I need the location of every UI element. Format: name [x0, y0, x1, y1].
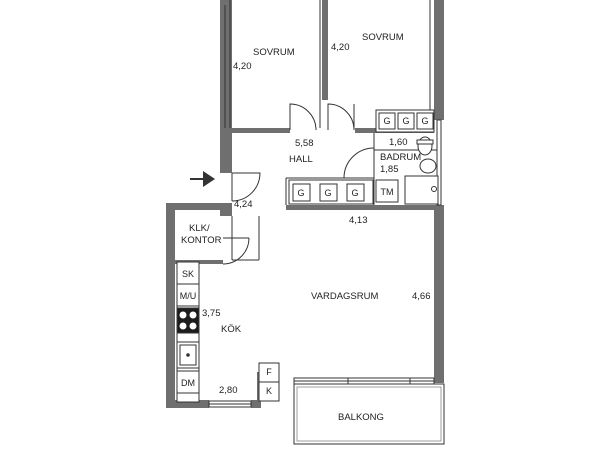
- storage-dim: 4,13: [349, 215, 368, 226]
- sk-label: SK: [182, 269, 194, 279]
- living-room-size: 4,66: [412, 291, 431, 302]
- wall: [220, 210, 232, 216]
- wardrobes-bath: [375, 109, 435, 133]
- kitchen-width-dim: 2,80: [219, 385, 238, 396]
- office-door: [222, 237, 250, 265]
- doors: [222, 103, 375, 265]
- living-room-name: VARDAGSRUM: [311, 291, 378, 302]
- wardrobe-label: G: [421, 116, 428, 126]
- dm-cabinet: [176, 370, 200, 394]
- bedroom-left-size: 4,20: [233, 61, 252, 72]
- wardrobes-hall: [288, 179, 374, 205]
- bathroom-size: 1,85: [380, 164, 399, 175]
- wardrobe-label: G: [402, 116, 409, 126]
- bathroom-door: [343, 147, 375, 179]
- wall: [434, 0, 444, 120]
- freezer-label: F: [266, 367, 272, 377]
- bedroom-door: [327, 103, 355, 131]
- bathroom-fixtures: [375, 136, 439, 205]
- bedroom-left-name: SOVRUM: [253, 47, 295, 58]
- entrance-door: [231, 172, 261, 202]
- wall: [166, 203, 175, 408]
- wall: [286, 205, 444, 210]
- hall-name: HALL: [289, 154, 313, 165]
- wall: [232, 128, 290, 133]
- stove-icon: [176, 307, 200, 334]
- tm-label: TM: [381, 187, 394, 197]
- corridor-dim: 4,24: [234, 199, 253, 210]
- balcony: [293, 383, 445, 445]
- wardrobe-label: G: [351, 188, 358, 198]
- wall: [434, 205, 444, 383]
- tm-box: [375, 179, 399, 203]
- balcony-name: BALKONG: [338, 412, 384, 423]
- wardrobe-label: G: [383, 116, 390, 126]
- dm-label: DM: [181, 378, 195, 388]
- wall: [220, 0, 232, 173]
- bedroom-right-size: 4,20: [331, 42, 350, 53]
- balcony-railing: [296, 386, 442, 442]
- closet-dim: 1,60: [389, 137, 408, 148]
- kitchen-size: 3,75: [202, 308, 221, 319]
- sink-icon: [419, 158, 437, 174]
- wall: [251, 400, 259, 408]
- bedroom-door: [289, 103, 317, 131]
- mu-label: M/U: [180, 291, 197, 301]
- window: [436, 119, 442, 206]
- bathroom-name: BADRUM: [380, 152, 421, 163]
- office-name-line1: KLK/: [189, 223, 210, 234]
- hall-size: 5,58: [295, 138, 314, 149]
- office-name-line2: KONTOR: [181, 235, 222, 246]
- wall: [166, 203, 232, 210]
- wardrobe-label: G: [324, 188, 331, 198]
- stove-burners: [179, 311, 197, 330]
- mu-cabinet: [176, 283, 200, 307]
- windows: [208, 119, 442, 408]
- entrance-arrow-icon: [190, 171, 215, 187]
- wall: [175, 260, 177, 264]
- fridge-label: K: [266, 386, 272, 396]
- wall: [166, 400, 209, 408]
- faucet-icon: [186, 353, 190, 357]
- kitchen-name: KÖK: [221, 324, 242, 335]
- wardrobe-label: G: [297, 188, 304, 198]
- bedroom-right-name: SOVRUM: [362, 32, 404, 43]
- wall: [322, 0, 328, 100]
